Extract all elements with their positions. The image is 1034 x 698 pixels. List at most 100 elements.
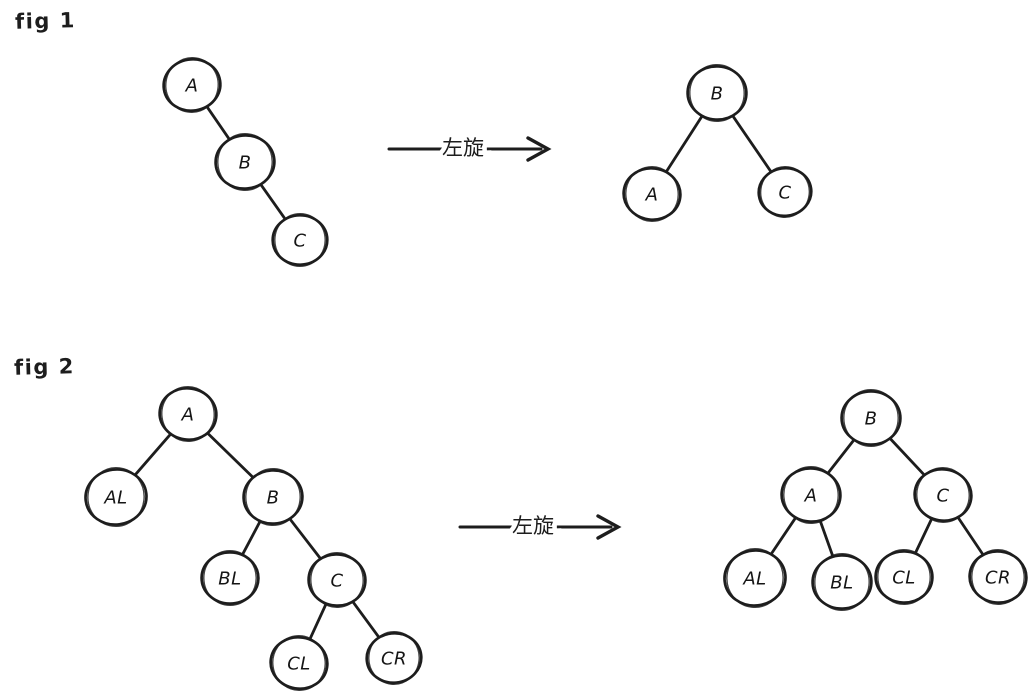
node-circle-overdraw xyxy=(87,467,145,527)
tree-node-fig2-after-AL: AL xyxy=(723,548,787,608)
tree-node-fig1-before-C: C xyxy=(271,213,329,267)
node-circle xyxy=(365,631,423,685)
tree-node-fig2-after-CR: CR xyxy=(968,549,1028,605)
figure-1-label: fig 1 xyxy=(14,8,77,34)
node-circle-overdraw xyxy=(203,550,257,606)
node-circle xyxy=(840,390,902,446)
node-label: CR xyxy=(985,568,1011,589)
node-circle xyxy=(622,167,682,221)
tree-node-fig2-after-CL: CL xyxy=(874,549,934,605)
node-circle xyxy=(686,65,748,121)
node-circle xyxy=(811,554,873,610)
tree-node-fig2-before-AL: AL xyxy=(84,467,148,527)
node-label: C xyxy=(293,231,306,252)
rotation-arrow-head xyxy=(596,514,622,540)
node-label: A xyxy=(645,185,659,206)
node-label: B xyxy=(865,409,878,430)
tree-edge-fig2-after-A-BL xyxy=(819,520,834,557)
node-circle-overdraw xyxy=(625,166,679,222)
node-label: CL xyxy=(892,568,916,589)
node-circle xyxy=(158,386,218,442)
tree-edge-fig2-before-B-BL xyxy=(241,520,262,556)
node-label: C xyxy=(330,571,343,592)
tree-node-fig2-after-C: C xyxy=(913,467,973,523)
tree-node-fig1-before-B: B xyxy=(214,133,276,191)
tree-edge-fig1-after-B-C xyxy=(731,114,773,173)
node-label: A xyxy=(185,76,199,97)
tree-edge-fig2-before-B-C xyxy=(288,517,322,560)
tree-node-fig2-before-CL: CL xyxy=(269,635,329,691)
tree-node-fig2-before-B: B xyxy=(242,468,304,526)
tree-node-fig1-after-B: B xyxy=(686,64,748,122)
node-circle-overdraw xyxy=(368,631,420,685)
node-circle xyxy=(200,551,260,605)
tree-edge-fig2-before-A-B xyxy=(205,431,255,479)
tree-edge-fig2-before-C-CR xyxy=(351,600,381,639)
node-label: BL xyxy=(830,573,853,594)
tree-edge-fig2-after-C-CR xyxy=(956,516,985,556)
node-circle-overdraw xyxy=(877,549,931,605)
node-circle-overdraw xyxy=(272,635,326,691)
tree-node-fig1-after-C: C xyxy=(757,166,813,218)
rotation-arrow-label: 左旋 xyxy=(442,136,484,160)
node-circle-overdraw xyxy=(814,553,870,611)
node-circle-overdraw xyxy=(245,468,301,526)
node-circle xyxy=(780,467,842,523)
tree-edge-fig1-before-A-B xyxy=(205,105,231,141)
node-circle xyxy=(242,469,304,525)
node-label: A xyxy=(804,486,818,507)
node-circle xyxy=(84,468,148,526)
node-circle xyxy=(968,550,1028,604)
node-label: B xyxy=(239,153,252,174)
tree-node-fig2-before-A: A xyxy=(158,386,218,442)
node-circle-overdraw xyxy=(783,466,839,524)
tree-node-fig2-after-A: A xyxy=(780,466,842,524)
node-label: C xyxy=(936,486,949,507)
node-circle xyxy=(214,134,276,190)
rotation-arrow-label: 左旋 xyxy=(512,514,554,538)
rotation-arrow-head xyxy=(526,136,552,162)
node-circle-overdraw xyxy=(165,57,219,113)
node-circle-overdraw xyxy=(843,389,899,447)
tree-edge-fig2-before-A-AL xyxy=(133,432,172,477)
node-label: B xyxy=(711,84,724,105)
node-label: CL xyxy=(287,654,311,675)
node-circle xyxy=(162,57,222,113)
node-circle xyxy=(757,166,813,218)
tree-node-fig2-after-B: B xyxy=(840,389,902,447)
node-circle xyxy=(307,553,367,607)
node-label: B xyxy=(267,488,280,509)
tree-edge-fig2-before-C-CL xyxy=(308,603,328,640)
tree-edge-fig1-before-B-C xyxy=(259,183,287,221)
node-label: A xyxy=(181,405,195,426)
node-label: C xyxy=(778,183,791,204)
node-circle-overdraw xyxy=(971,549,1025,605)
node-circle xyxy=(269,635,329,691)
node-circle-overdraw xyxy=(217,133,273,191)
node-circle xyxy=(723,549,787,607)
node-label: CR xyxy=(381,649,407,670)
tree-node-fig2-before-BL: BL xyxy=(200,550,260,606)
node-circle-overdraw xyxy=(689,64,745,122)
node-circle-overdraw xyxy=(759,166,811,218)
tree-node-fig1-before-A: A xyxy=(162,57,222,113)
node-label: BL xyxy=(218,569,241,590)
tree-node-fig2-before-CR: CR xyxy=(365,631,423,685)
tree-edge-fig2-after-C-CL xyxy=(914,518,933,554)
tree-edge-fig1-after-B-A xyxy=(665,115,704,173)
node-label: AL xyxy=(103,488,127,509)
tree-node-fig2-after-BL: BL xyxy=(811,553,873,611)
node-circle xyxy=(271,213,329,267)
node-circle xyxy=(913,467,973,523)
tree-edge-fig2-after-B-C xyxy=(888,437,926,477)
node-circle-overdraw xyxy=(916,467,970,523)
tree-edge-fig2-after-A-AL xyxy=(769,516,797,556)
tree-edge-fig2-after-B-A xyxy=(826,438,856,475)
node-circle-overdraw xyxy=(161,386,215,442)
node-circle-overdraw xyxy=(310,552,364,608)
tree-node-fig1-after-A: A xyxy=(622,166,682,222)
node-circle-overdraw xyxy=(274,213,326,267)
node-circle-overdraw xyxy=(726,548,784,608)
